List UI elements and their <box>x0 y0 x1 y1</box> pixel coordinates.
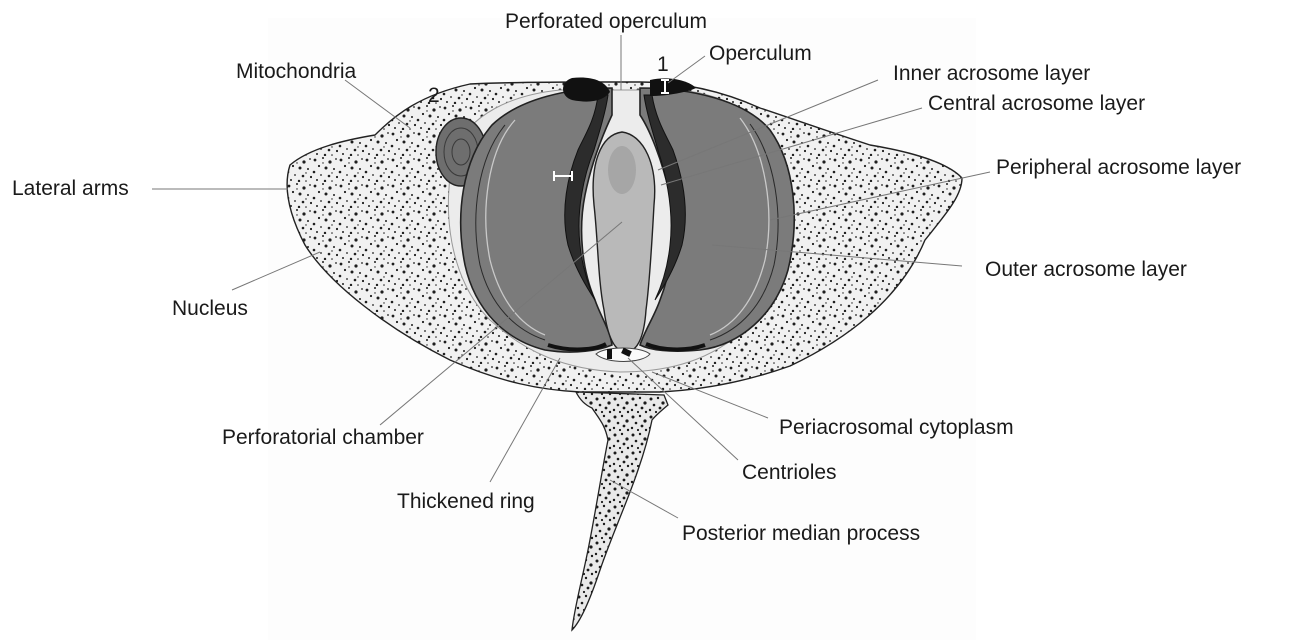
label-lateral-arms: Lateral arms <box>12 177 129 201</box>
label-central-acrosome-layer: Central acrosome layer <box>928 92 1145 116</box>
label-mitochondria: Mitochondria <box>236 60 356 84</box>
label-peripheral-acrosome-layer: Peripheral acrosome layer <box>996 156 1241 180</box>
label-posterior-median-process: Posterior median process <box>682 522 920 546</box>
marker-number-1: 1 <box>657 53 669 77</box>
label-perforatorial-chamber: Perforatorial chamber <box>222 426 424 450</box>
label-centrioles: Centrioles <box>742 461 837 485</box>
label-periacrosomal-cytoplasm: Periacrosomal cytoplasm <box>779 416 1014 440</box>
label-operculum: Operculum <box>709 42 812 66</box>
label-perforated-operculum: Perforated operculum <box>505 10 707 34</box>
centriole-1 <box>607 349 612 359</box>
label-inner-acrosome-layer: Inner acrosome layer <box>893 62 1090 86</box>
label-outer-acrosome-layer: Outer acrosome layer <box>985 258 1187 282</box>
label-thickened-ring: Thickened ring <box>397 490 535 514</box>
marker-number-2: 2 <box>428 84 440 108</box>
label-nucleus: Nucleus <box>172 297 248 321</box>
